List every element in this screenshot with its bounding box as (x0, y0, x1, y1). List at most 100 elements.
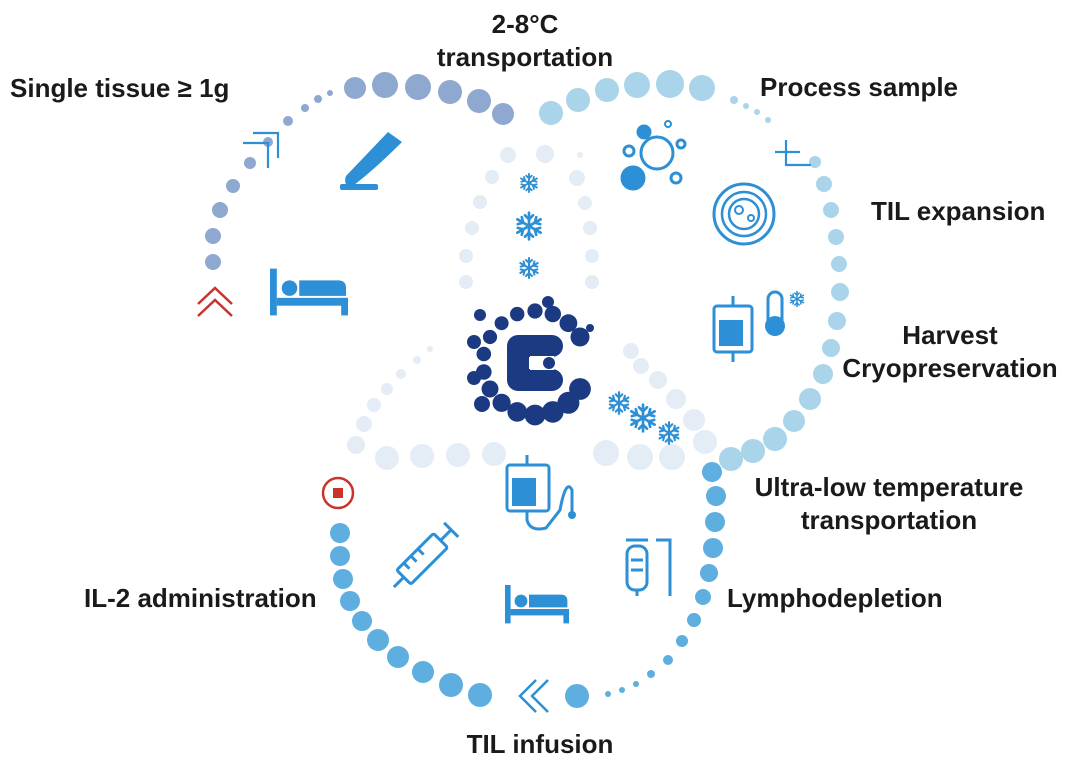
ring-dot (244, 157, 256, 169)
ring-dot (474, 396, 490, 412)
label-til-infusion: TIL infusion (466, 729, 614, 759)
label-line: Harvest (902, 320, 998, 350)
ring-dot (367, 398, 381, 412)
ring-dot (492, 103, 514, 125)
ring-dot (687, 613, 701, 627)
ring-dot (427, 346, 433, 352)
ring-dot (569, 170, 585, 186)
ring-dot (381, 383, 393, 395)
ring-dot (585, 275, 599, 289)
ring-dot (624, 72, 650, 98)
ring-dot (372, 72, 398, 98)
ring-dot (627, 444, 653, 470)
ring-dot (763, 427, 787, 451)
hospital-bed-icon (505, 585, 569, 624)
syringe-icon (392, 521, 460, 589)
ring-dot (647, 670, 655, 678)
ring-dot (347, 436, 365, 454)
ring-dot (633, 358, 649, 374)
ring-dot (741, 439, 765, 463)
ring-dot (485, 170, 499, 184)
label-line: Ultra-low temperature (754, 472, 1024, 502)
ring-dot (754, 109, 760, 115)
ring-dot (809, 156, 821, 168)
label-harvest: Harvest Cryopreservation (830, 319, 1070, 385)
ring-dot (474, 309, 486, 321)
ring-dot (695, 589, 711, 605)
hospital-bed-icon (270, 268, 348, 316)
label-il2: IL-2 administration (84, 583, 317, 613)
cells-icon (620, 120, 687, 191)
ring-dot (344, 77, 366, 99)
ring-dot (283, 116, 293, 126)
ring-dot (413, 356, 421, 364)
petri-dish-icon (712, 182, 776, 246)
ring-dot (593, 440, 619, 466)
ring-dot (412, 661, 434, 683)
ring-dot (633, 681, 639, 687)
ring-dot (765, 117, 771, 123)
snowflake-icon (519, 257, 539, 279)
ring-dot (649, 371, 667, 389)
ring-dot (481, 380, 499, 398)
ring-dot (467, 335, 481, 349)
inner-pale-dots (347, 145, 717, 470)
ring-dot (439, 673, 463, 697)
label-process-sample: Process sample (760, 72, 959, 102)
scalpel-icon (340, 132, 402, 190)
ring-dot (405, 74, 431, 100)
snowflake-icon (516, 211, 542, 241)
ring-dot (565, 684, 589, 708)
ring-dot (831, 283, 849, 301)
ring-dot (314, 95, 322, 103)
ring-dot (666, 389, 686, 409)
label-lymphodepletion: Lymphodepletion (727, 583, 943, 613)
ring-dot (492, 393, 511, 412)
snowflake-icon (608, 391, 630, 415)
ring-dot (693, 430, 717, 454)
ring-dot (566, 88, 590, 112)
ring-dot (559, 314, 578, 333)
ring-dot (507, 402, 527, 422)
ring-dot (689, 75, 715, 101)
ring-dot (730, 96, 738, 104)
ring-dot (482, 442, 506, 466)
ring-dot (438, 80, 462, 104)
ring-dot (387, 646, 409, 668)
stop-icon (321, 476, 355, 510)
ring-dot (367, 629, 389, 651)
snowflake-icon (520, 172, 538, 194)
ring-dot (473, 195, 487, 209)
ring-dot (468, 683, 492, 707)
ring-dot (700, 564, 718, 582)
ring-dot (570, 327, 590, 347)
ring-dot (205, 254, 221, 270)
ring-dot (813, 364, 833, 384)
ring-dot (500, 147, 516, 163)
ring-dot (301, 104, 309, 112)
ring-dot (356, 416, 372, 432)
ring-dot (510, 306, 525, 322)
ring-dot (706, 486, 726, 506)
label-til-expansion: TIL expansion (871, 196, 1046, 226)
ring-dot (459, 275, 473, 289)
snowflake-icon (658, 421, 680, 445)
ring-dot (375, 446, 399, 470)
ring-dot (799, 388, 821, 410)
ring-dot (539, 101, 563, 125)
ring-dot (705, 512, 725, 532)
snowflake-icon (630, 403, 656, 433)
ring-dot (396, 369, 406, 379)
ring-dot (623, 343, 639, 359)
ring-dot (683, 409, 705, 431)
ring-dot (656, 70, 684, 98)
chevron-left-icon (518, 679, 549, 713)
ring-dot (828, 312, 846, 330)
ring-dot (703, 538, 723, 558)
ring-dot (205, 228, 221, 244)
ring-dot (330, 546, 350, 566)
ring-dot (352, 611, 372, 631)
ring-dot (743, 103, 749, 109)
ring-dot (330, 523, 350, 543)
